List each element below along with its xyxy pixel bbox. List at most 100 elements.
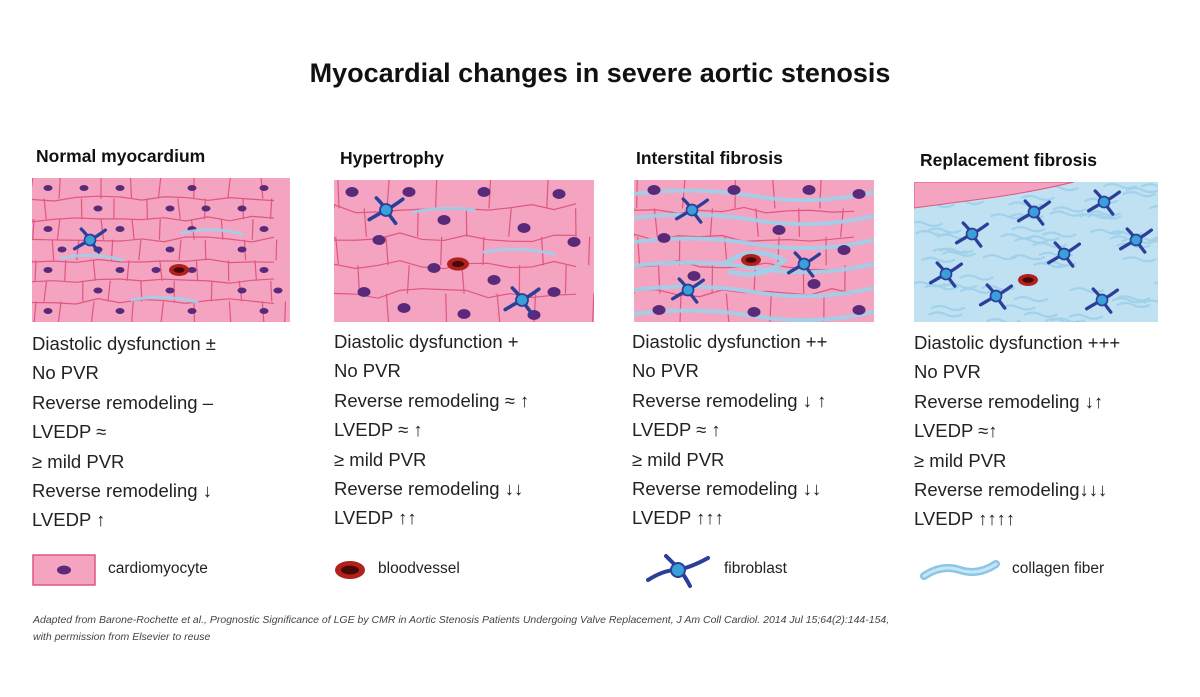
text-line: No PVR — [632, 360, 699, 382]
collagen-fiber — [1143, 299, 1158, 304]
cell-border-line — [564, 265, 567, 294]
collagen-fiber — [634, 188, 874, 203]
collagen-fiber — [921, 256, 956, 263]
cell-border-line — [56, 219, 61, 240]
nucleus — [115, 226, 125, 232]
cell-border-line — [254, 260, 258, 281]
text-line: Reverse remodeling ↓ ↑ — [632, 389, 827, 411]
cell-border-line — [32, 278, 275, 284]
collagen-fiber — [914, 220, 943, 228]
cell-border-line — [126, 260, 130, 281]
panel-text-interstitial: Diastolic dysfunction ++ No PVR Reverse … — [632, 327, 827, 533]
nucleus — [437, 215, 451, 225]
text-line: ≥ mild PVR — [32, 450, 125, 472]
text-line: Reverse remodeling ↓ — [32, 479, 212, 501]
collagen-fiber — [1008, 201, 1043, 208]
cell-border-line — [634, 206, 855, 214]
collagen-fiber — [412, 206, 476, 214]
cell-border-line — [546, 180, 549, 209]
fibroblast — [1046, 241, 1082, 268]
cardiomyocyte-icon — [32, 554, 96, 586]
cell-border-line — [32, 219, 35, 240]
nucleus — [802, 185, 816, 195]
citation-line-1: Adapted from Barone-Rochette et al., Pro… — [33, 614, 890, 626]
text-line: LVEDP ↑↑↑↑ — [914, 508, 1016, 530]
cell-border-line — [32, 195, 275, 202]
cell-border-line — [227, 178, 231, 199]
text-line: ≥ mild PVR — [334, 448, 427, 470]
fibroblast — [1016, 199, 1052, 226]
nucleus — [772, 225, 786, 235]
cell-border-line — [159, 260, 163, 281]
cell-border-line — [275, 239, 278, 261]
cell-border-line — [679, 293, 682, 322]
cell-border-line — [157, 178, 162, 199]
nucleus — [427, 263, 441, 273]
cell-border-line — [32, 178, 34, 189]
text-line: No PVR — [32, 362, 99, 384]
cell-border-line — [57, 301, 62, 322]
collagen-fiber — [634, 260, 874, 275]
collagen-fiber — [1087, 213, 1122, 220]
cell-border-line — [508, 208, 512, 237]
panel-heading-hypertrophy: Hypertrophy — [340, 148, 445, 168]
cell-border-line — [228, 301, 232, 322]
fibroblast-body — [379, 203, 393, 217]
collagen-fiber — [634, 284, 874, 299]
cell-border-line — [337, 180, 340, 209]
text-line: LVEDP ≈↑ — [914, 420, 998, 442]
fibroblast — [954, 221, 990, 248]
collagen-fiber — [928, 311, 963, 318]
nucleus — [652, 305, 666, 315]
nucleus — [115, 185, 125, 191]
collagen-fiber-icon — [920, 560, 1000, 580]
text-line: Diastolic dysfunction ± — [32, 333, 216, 354]
cell-border-line — [709, 208, 714, 237]
panel-heading-replacement: Replacement fibrosis — [920, 150, 1097, 170]
cell-border-line — [363, 208, 368, 237]
cell-border-line — [32, 215, 275, 223]
nucleus — [357, 287, 371, 297]
nucleus — [259, 308, 269, 314]
cell-border-line — [146, 198, 149, 220]
normal-myocardium-tissue-image — [32, 178, 290, 322]
fibroblast-body — [685, 203, 699, 217]
panel-text-replacement: Diastolic dysfunction +++ No PVR Reverse… — [914, 328, 1120, 534]
nucleus — [165, 287, 175, 294]
collagen-fiber — [986, 317, 1021, 322]
text-line: Diastolic dysfunction +++ — [914, 332, 1121, 353]
collagen-fiber — [1051, 317, 1086, 322]
collagen-fiber — [1023, 311, 1058, 318]
nucleus — [727, 185, 741, 195]
text-line: Reverse remodeling – — [32, 391, 213, 413]
panel-text-normal: Diastolic dysfunction ± No PVR Reverse r… — [32, 329, 216, 535]
cell-border-line — [653, 208, 658, 237]
fibroblast — [1086, 189, 1122, 216]
panel-heading-normal: Normal myocardium — [36, 146, 206, 166]
nucleus — [187, 185, 197, 191]
nucleus — [237, 246, 247, 253]
hypertrophy-tissue-image — [334, 180, 594, 322]
nucleus — [115, 267, 125, 273]
nucleus — [79, 185, 89, 191]
legend-label-collagen-fiber: collagen fiber — [1012, 560, 1105, 577]
text-line: LVEDP ↑↑↑ — [632, 507, 724, 529]
text-line: LVEDP ≈ — [32, 421, 107, 443]
nucleus — [747, 307, 761, 317]
fibroblast — [1118, 227, 1154, 254]
fibroblast-body — [1097, 195, 1111, 209]
cell-border-line — [251, 219, 254, 240]
nucleus — [259, 185, 269, 191]
text-line: Reverse remodeling↓↓↓ — [914, 478, 1108, 500]
cell-border-line — [129, 178, 133, 199]
fibroblast-body — [83, 233, 97, 247]
nucleus — [201, 205, 211, 212]
nucleus — [273, 287, 283, 294]
cell-border-line — [772, 180, 776, 209]
collagen-fiber — [1013, 296, 1049, 303]
collagen-fiber — [1086, 210, 1121, 217]
nucleus — [151, 267, 161, 273]
fibroblast — [670, 277, 706, 304]
collagen-fiber — [1049, 210, 1084, 217]
collagen-fiber — [1042, 231, 1077, 238]
